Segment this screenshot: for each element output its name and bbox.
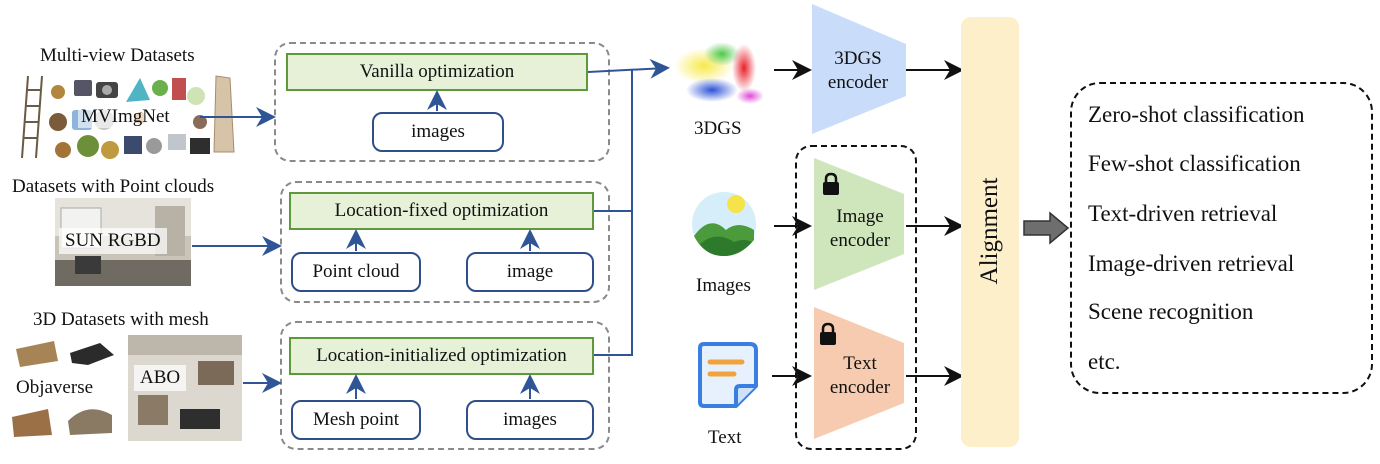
- text-document-icon: [694, 342, 760, 410]
- text-document-graphic: [698, 342, 758, 408]
- sunrgbd-label: SUN RGBD: [59, 228, 167, 254]
- text-encoder-shape: [814, 307, 904, 439]
- task-item: Image-driven retrieval: [1088, 251, 1295, 276]
- sunrgbd-scene: SUN RGBD: [55, 198, 191, 286]
- image-encoder-label: Image encoder: [829, 206, 891, 251]
- pointcloud-title: Datasets with Point clouds: [12, 176, 215, 197]
- vanilla-panel: [274, 42, 610, 162]
- mvimgnet-collage: MVImgNet: [18, 72, 246, 162]
- image-landscape-graphic: [692, 192, 756, 256]
- multiview-title: Multi-view Datasets: [40, 45, 195, 66]
- mesh-title: 3D Datasets with mesh: [33, 309, 209, 330]
- objaverse-objects-image: [12, 341, 114, 437]
- gaussian-splat-icon: [672, 40, 768, 106]
- text-encoder-label: Text encoder: [829, 353, 891, 398]
- location-initialized-input-images: images: [466, 400, 594, 440]
- mvimgnet-label: MVImgNet: [78, 106, 173, 128]
- text-label: Text: [708, 427, 742, 448]
- image-encoder-lock-icon: [821, 172, 841, 201]
- gs-encoder-shape: [812, 4, 906, 134]
- images-label: Images: [696, 275, 751, 296]
- location-initialized-input-mesh: Mesh point: [291, 400, 421, 440]
- objaverse-collage: Objaverse: [8, 335, 122, 441]
- location-fixed-optimization-box: Location-fixed optimization: [289, 192, 594, 230]
- abo-collage: ABO: [128, 335, 242, 441]
- tasks-panel: [1070, 82, 1373, 394]
- location-fixed-input-pointcloud: Point cloud: [291, 252, 421, 292]
- alignment-label: Alignment: [976, 177, 1003, 285]
- task-item: etc.: [1088, 349, 1121, 374]
- task-item: Text-driven retrieval: [1088, 201, 1278, 226]
- vanilla-input-images: images: [372, 112, 504, 152]
- objaverse-label: Objaverse: [10, 375, 100, 401]
- gaussian-splat-graphic: [674, 42, 764, 104]
- task-item: Few-shot classification: [1088, 151, 1301, 176]
- gs-encoder-label: 3DGS encoder: [827, 48, 889, 93]
- task-item: Zero-shot classification: [1088, 102, 1305, 127]
- image-landscape-icon: [690, 190, 758, 258]
- gs-label: 3DGS: [694, 118, 742, 139]
- text-encoder-lock-icon: [818, 322, 838, 351]
- alignment-bar: [961, 17, 1019, 447]
- abo-label: ABO: [134, 365, 187, 391]
- location-fixed-input-image: image: [466, 252, 594, 292]
- output-arrow: [1023, 211, 1070, 245]
- location-initialized-optimization-box: Location-initialized optimization: [289, 337, 594, 375]
- task-item: Scene recognition: [1088, 299, 1254, 324]
- object-collage-image: [21, 75, 235, 159]
- frozen-encoders-panel: [795, 145, 917, 450]
